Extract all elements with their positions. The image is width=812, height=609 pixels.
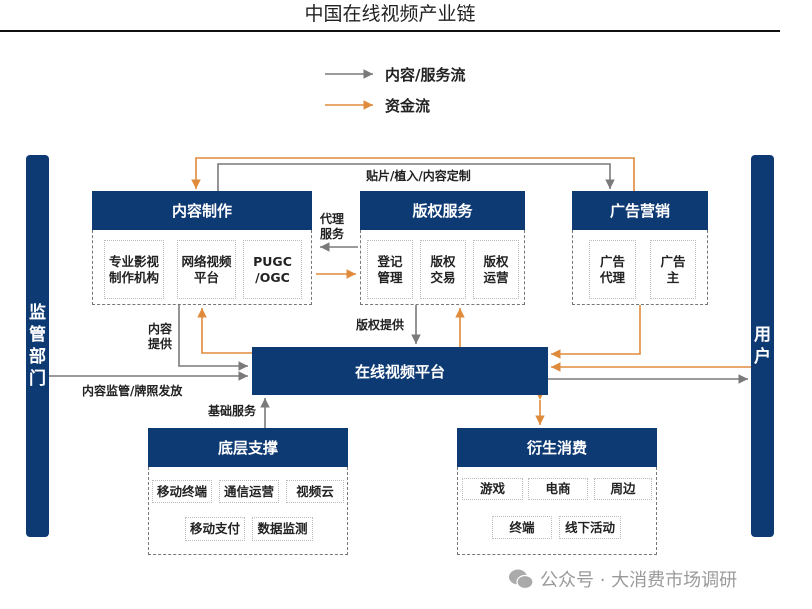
arrow-content-to-ads [217, 163, 615, 191]
label-regulation: 内容监管/牌照发放 [82, 384, 183, 398]
content-item: PUGC /OGC [243, 240, 302, 299]
label-content-supply: 内容 提供 [148, 322, 173, 351]
watermark-text: 公众号 · 大消费市场调研 [540, 570, 738, 591]
label-top-loop: 贴片/植入/内容定制 [366, 169, 471, 183]
copyright-item: 版权 交易 [420, 240, 466, 299]
derived-item: 周边 [594, 478, 652, 500]
label-base-service: 基础服务 [208, 404, 257, 418]
user-bar: 用 户 [751, 155, 774, 537]
ad-marketing-box [572, 230, 708, 305]
base-item: 视频云 [286, 480, 344, 503]
content-production-box [92, 230, 312, 305]
base-support-box [148, 467, 348, 555]
base-item: 移动终端 [152, 480, 212, 503]
derived-item: 线下活动 [559, 516, 621, 539]
content-item: 网络视频 平台 [177, 240, 236, 299]
wechat-icon [509, 569, 534, 590]
ad-item: 广告 代理 [589, 240, 636, 299]
derived-item: 终端 [492, 516, 552, 539]
derived-item: 游戏 [462, 478, 523, 500]
content-production-header: 内容制作 [92, 191, 312, 230]
base-support-header: 底层支撑 [148, 428, 348, 467]
regulator-bar: 监 管 部 门 [26, 155, 49, 537]
ad-marketing-header: 广告营销 [572, 191, 708, 230]
ad-item: 广告 主 [650, 240, 696, 299]
derived-consumption-box [457, 467, 657, 555]
copyright-item: 登记 管理 [367, 240, 413, 299]
arrow-ads-to-platform-money [551, 305, 641, 359]
watermark: 公众号 · 大消费市场调研 [508, 566, 737, 592]
title-rule [0, 30, 780, 32]
label-agency-service: 代理 服务 [320, 212, 345, 241]
arrow-platform-to-content-money [197, 308, 252, 354]
content-item: 专业影视 制作机构 [104, 240, 164, 299]
base-item: 通信运营 [219, 480, 279, 503]
copyright-box [360, 230, 525, 305]
derived-item: 电商 [528, 478, 588, 500]
online-video-platform: 在线视频平台 [252, 347, 548, 395]
copyright-item: 版权 运营 [473, 240, 519, 299]
arrow-content-supply [178, 305, 248, 371]
base-item: 移动支付 [185, 517, 245, 541]
label-copyright-supply: 版权提供 [356, 318, 405, 332]
derived-consumption-header: 衍生消费 [457, 428, 657, 467]
base-item: 数据监测 [252, 517, 313, 541]
arrow-ads-to-content-money [191, 157, 635, 191]
legend-content-flow: 内容/服务流 [385, 66, 466, 84]
legend-money-flow: 资金流 [385, 97, 431, 115]
copyright-header: 版权服务 [360, 191, 525, 230]
diagram-title: 中国在线视频产业链 [304, 3, 476, 25]
